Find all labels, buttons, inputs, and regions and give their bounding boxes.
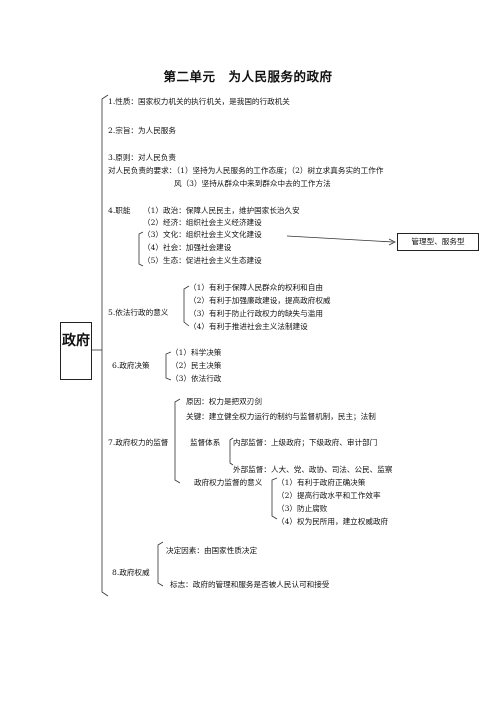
list-item: （4）有利于推进社会主义法制建设 [189, 322, 308, 331]
list-item: （3）有利于防止行政权力的缺失与滥用 [189, 309, 323, 318]
list-item: （3）文化：组织社会主义文化建设 [143, 230, 262, 239]
section-3-head: 3.原则：对人民负责 [108, 153, 176, 162]
section-4-head: 4.职能 [108, 206, 131, 215]
list-item: （1）政治：保障人民民主，维护国家长治久安 [143, 206, 300, 215]
section-7-head: 7.政府权力的监督 [108, 438, 169, 447]
supervision-reason: 原因：权力是把双刃剑 [186, 397, 262, 406]
external-supervision: 外部监督：人大、党、政协、司法、公民、监察 [233, 465, 393, 474]
section-3-line3: 风（3）坚持从群众中来到群众中去的工作方法 [174, 179, 331, 188]
section-5-head: 5.依法行政的意义 [108, 308, 169, 317]
authority-factor: 决定因素：由国家性质决定 [166, 546, 258, 555]
internal-supervision: 内部监督：上级政府；下级政府、审计部门 [233, 438, 378, 447]
section-2: 2.宗旨：为人民服务 [108, 126, 176, 135]
section-1: 1.性质：国家权力机关的执行机关，是我国的行政机关 [108, 97, 290, 106]
supervision-key: 关键：建立健全权力运行的制约与监督机制，民主；法制 [186, 412, 376, 421]
list-item: （5）生态：促进社会主义生态建设 [143, 256, 262, 265]
function-type-box: 管理型、服务型 [397, 233, 479, 251]
supervision-system: 监督体系 [190, 438, 221, 447]
section-3-line2: 对人民负责的要求：（1）坚持为人民服务的工作态度；（2）树立求真务实的工作作 [108, 166, 384, 175]
section-6-head: 6.政府决策 [112, 361, 150, 370]
root-node: 政府 [60, 322, 92, 380]
list-item: （3）依法行政 [171, 374, 222, 383]
list-item: （1）有利于保障人民群众的权利和自由 [189, 283, 323, 292]
authority-sign: 标志：政府的管理和服务是否被人民认可和接受 [170, 580, 330, 589]
list-item: （2）经济：组织社会主义经济建设 [143, 218, 262, 227]
list-item: （2）有利于加强廉政建设，提高政府权威 [189, 296, 331, 305]
list-item: （4）社会：加强社会建设 [143, 243, 232, 252]
list-item: （1）有利于政府正确决策 [277, 478, 366, 487]
section-8-head: 8.政府权威 [112, 568, 150, 577]
list-item: （4）权为民所用，建立权威政府 [277, 517, 389, 526]
list-item: （2）提高行政水平和工作效率 [277, 491, 381, 500]
list-item: （1）科学决策 [171, 348, 222, 357]
list-item: （3）防止腐败 [277, 504, 328, 513]
list-item: （2）民主决策 [171, 361, 222, 370]
page-title: 第二单元 为人民服务的政府 [163, 69, 333, 84]
supervision-meaning: 政府权力监督的意义 [194, 478, 263, 487]
